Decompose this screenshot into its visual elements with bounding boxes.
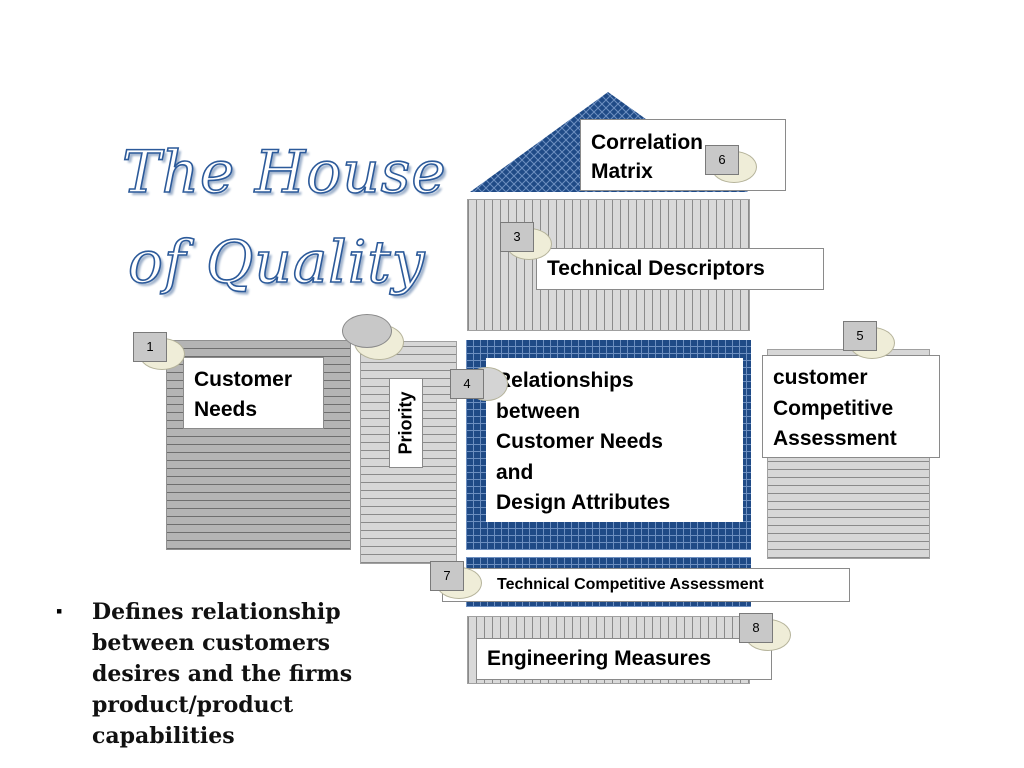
- badge-8-number: 8: [739, 613, 773, 643]
- badge-4: 4: [450, 367, 508, 401]
- relationships-line-2: between: [496, 399, 581, 423]
- customer-needs-label: Customer Needs: [183, 357, 324, 429]
- customer-competitive-line-1: customer: [773, 366, 868, 389]
- blank-oval-marker: [342, 314, 406, 360]
- badge-3: 3: [500, 222, 552, 260]
- correlation-matrix-label: Correlation Matrix: [580, 119, 786, 191]
- title-line-1: The House: [121, 137, 447, 207]
- technical-descriptors-label: Technical Descriptors: [536, 248, 824, 290]
- badge-7: 7: [430, 561, 482, 599]
- badge-3-number: 3: [500, 222, 534, 252]
- customer-competitive-line-3: Assessment: [773, 427, 897, 450]
- badge-1-number: 1: [133, 332, 167, 362]
- bullet-text: Defines relationship between customers d…: [92, 599, 353, 749]
- customer-competitive-label: customer Competitive Assessment: [762, 355, 940, 458]
- badge-4-number: 4: [450, 369, 484, 399]
- badge-1: 1: [133, 332, 185, 370]
- badge-6-number: 6: [705, 145, 739, 175]
- relationships-line-4: and: [496, 460, 534, 484]
- correlation-matrix-line-1: Correlation: [591, 131, 704, 154]
- badge-6: 6: [705, 145, 757, 183]
- bullet-marker: ▪: [56, 601, 63, 621]
- relationships-line-3: Customer Needs: [496, 430, 663, 453]
- priority-label: Priority: [395, 391, 416, 455]
- relationships-label: Relationships between Customer Needs and…: [486, 358, 743, 522]
- customer-needs-line-1: Customer: [194, 368, 293, 391]
- customer-competitive-line-2: Competitive: [773, 396, 894, 420]
- title-line-2: of Quality: [127, 227, 426, 297]
- priority-label-box: Priority: [389, 378, 423, 468]
- badge-5-number: 5: [843, 321, 877, 351]
- badge-5: 5: [843, 321, 895, 359]
- relationships-line-5: Design Attributes: [496, 491, 671, 514]
- engineering-measures-label: Engineering Measures: [476, 638, 772, 680]
- badge-7-number: 7: [430, 561, 464, 591]
- correlation-matrix-line-2: Matrix: [591, 160, 653, 183]
- technical-competitive-label: Technical Competitive Assessment: [442, 568, 850, 602]
- customer-needs-line-2: Needs: [194, 398, 258, 421]
- relationships-line-1: Relationships: [496, 369, 634, 392]
- badge-8: 8: [739, 613, 791, 651]
